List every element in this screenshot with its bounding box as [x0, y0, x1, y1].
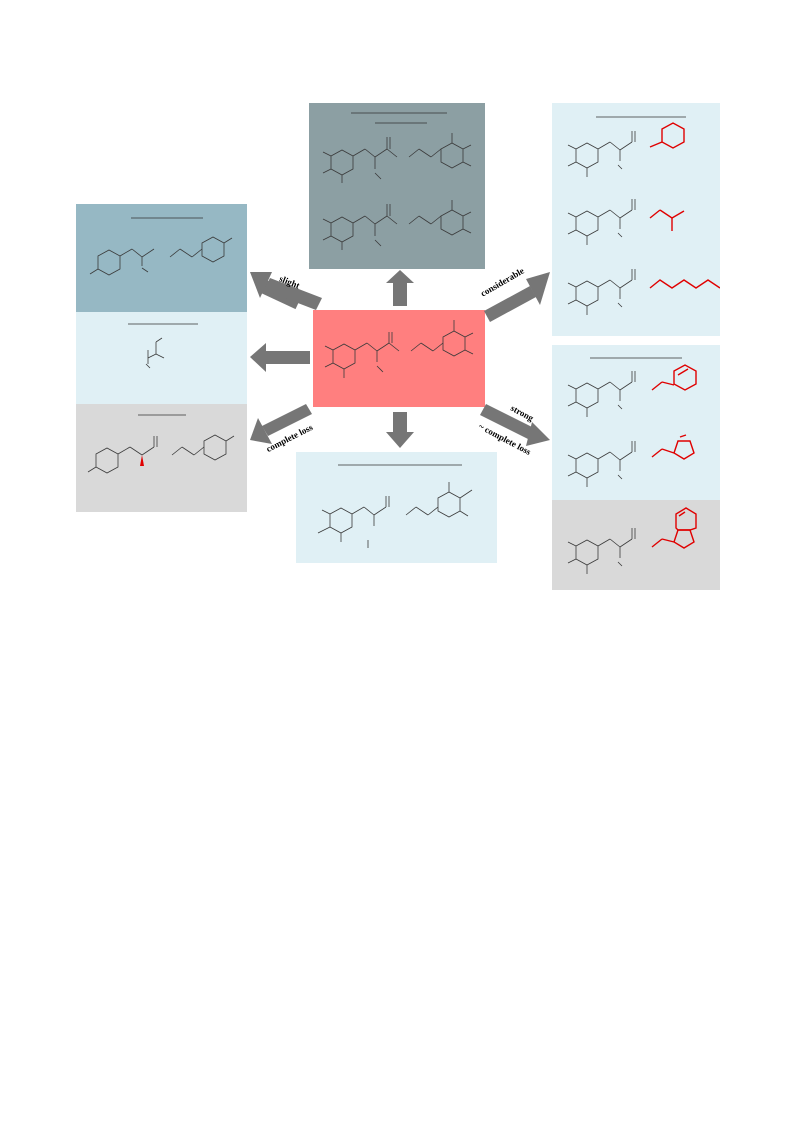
arrow-considerable-head: [526, 272, 550, 305]
stereo-wedge: [140, 455, 144, 466]
arrow-strong-body: [480, 404, 536, 440]
arrow-strong-head: [526, 422, 550, 446]
arrow-complete-loss-head: [250, 418, 272, 444]
arrow-up: [386, 270, 414, 306]
left-middle-box: [76, 312, 247, 404]
bottom-middle-box: [296, 452, 497, 563]
center-structure: [324, 320, 474, 378]
arrow-complete-loss-body: [262, 404, 312, 436]
right-strong-structures: [567, 357, 697, 487]
top-structures: [322, 112, 472, 250]
right-complete-loss-box: [552, 500, 720, 590]
arrow-down: [386, 412, 414, 448]
right-considerable-structures: [567, 116, 720, 315]
arrow-considerable-body: [484, 286, 536, 322]
left-complete-loss-structure: [87, 414, 235, 474]
left-slight-box: [76, 204, 247, 312]
left-slight-structure: [89, 217, 233, 276]
left-middle-structure: [128, 323, 198, 369]
center-lead-compound-box: [313, 310, 485, 407]
top-derivatives-box: [309, 103, 485, 269]
right-strong-box: [552, 345, 720, 500]
bottom-middle-structure: [317, 464, 473, 548]
right-considerable-box: [552, 103, 720, 336]
right-complete-loss-structure: [567, 507, 697, 574]
arrow-left: [250, 343, 310, 372]
arrow-slight-head: [250, 272, 272, 298]
arrow-slight-body: [264, 278, 322, 310]
left-complete-loss-box: [76, 404, 247, 512]
